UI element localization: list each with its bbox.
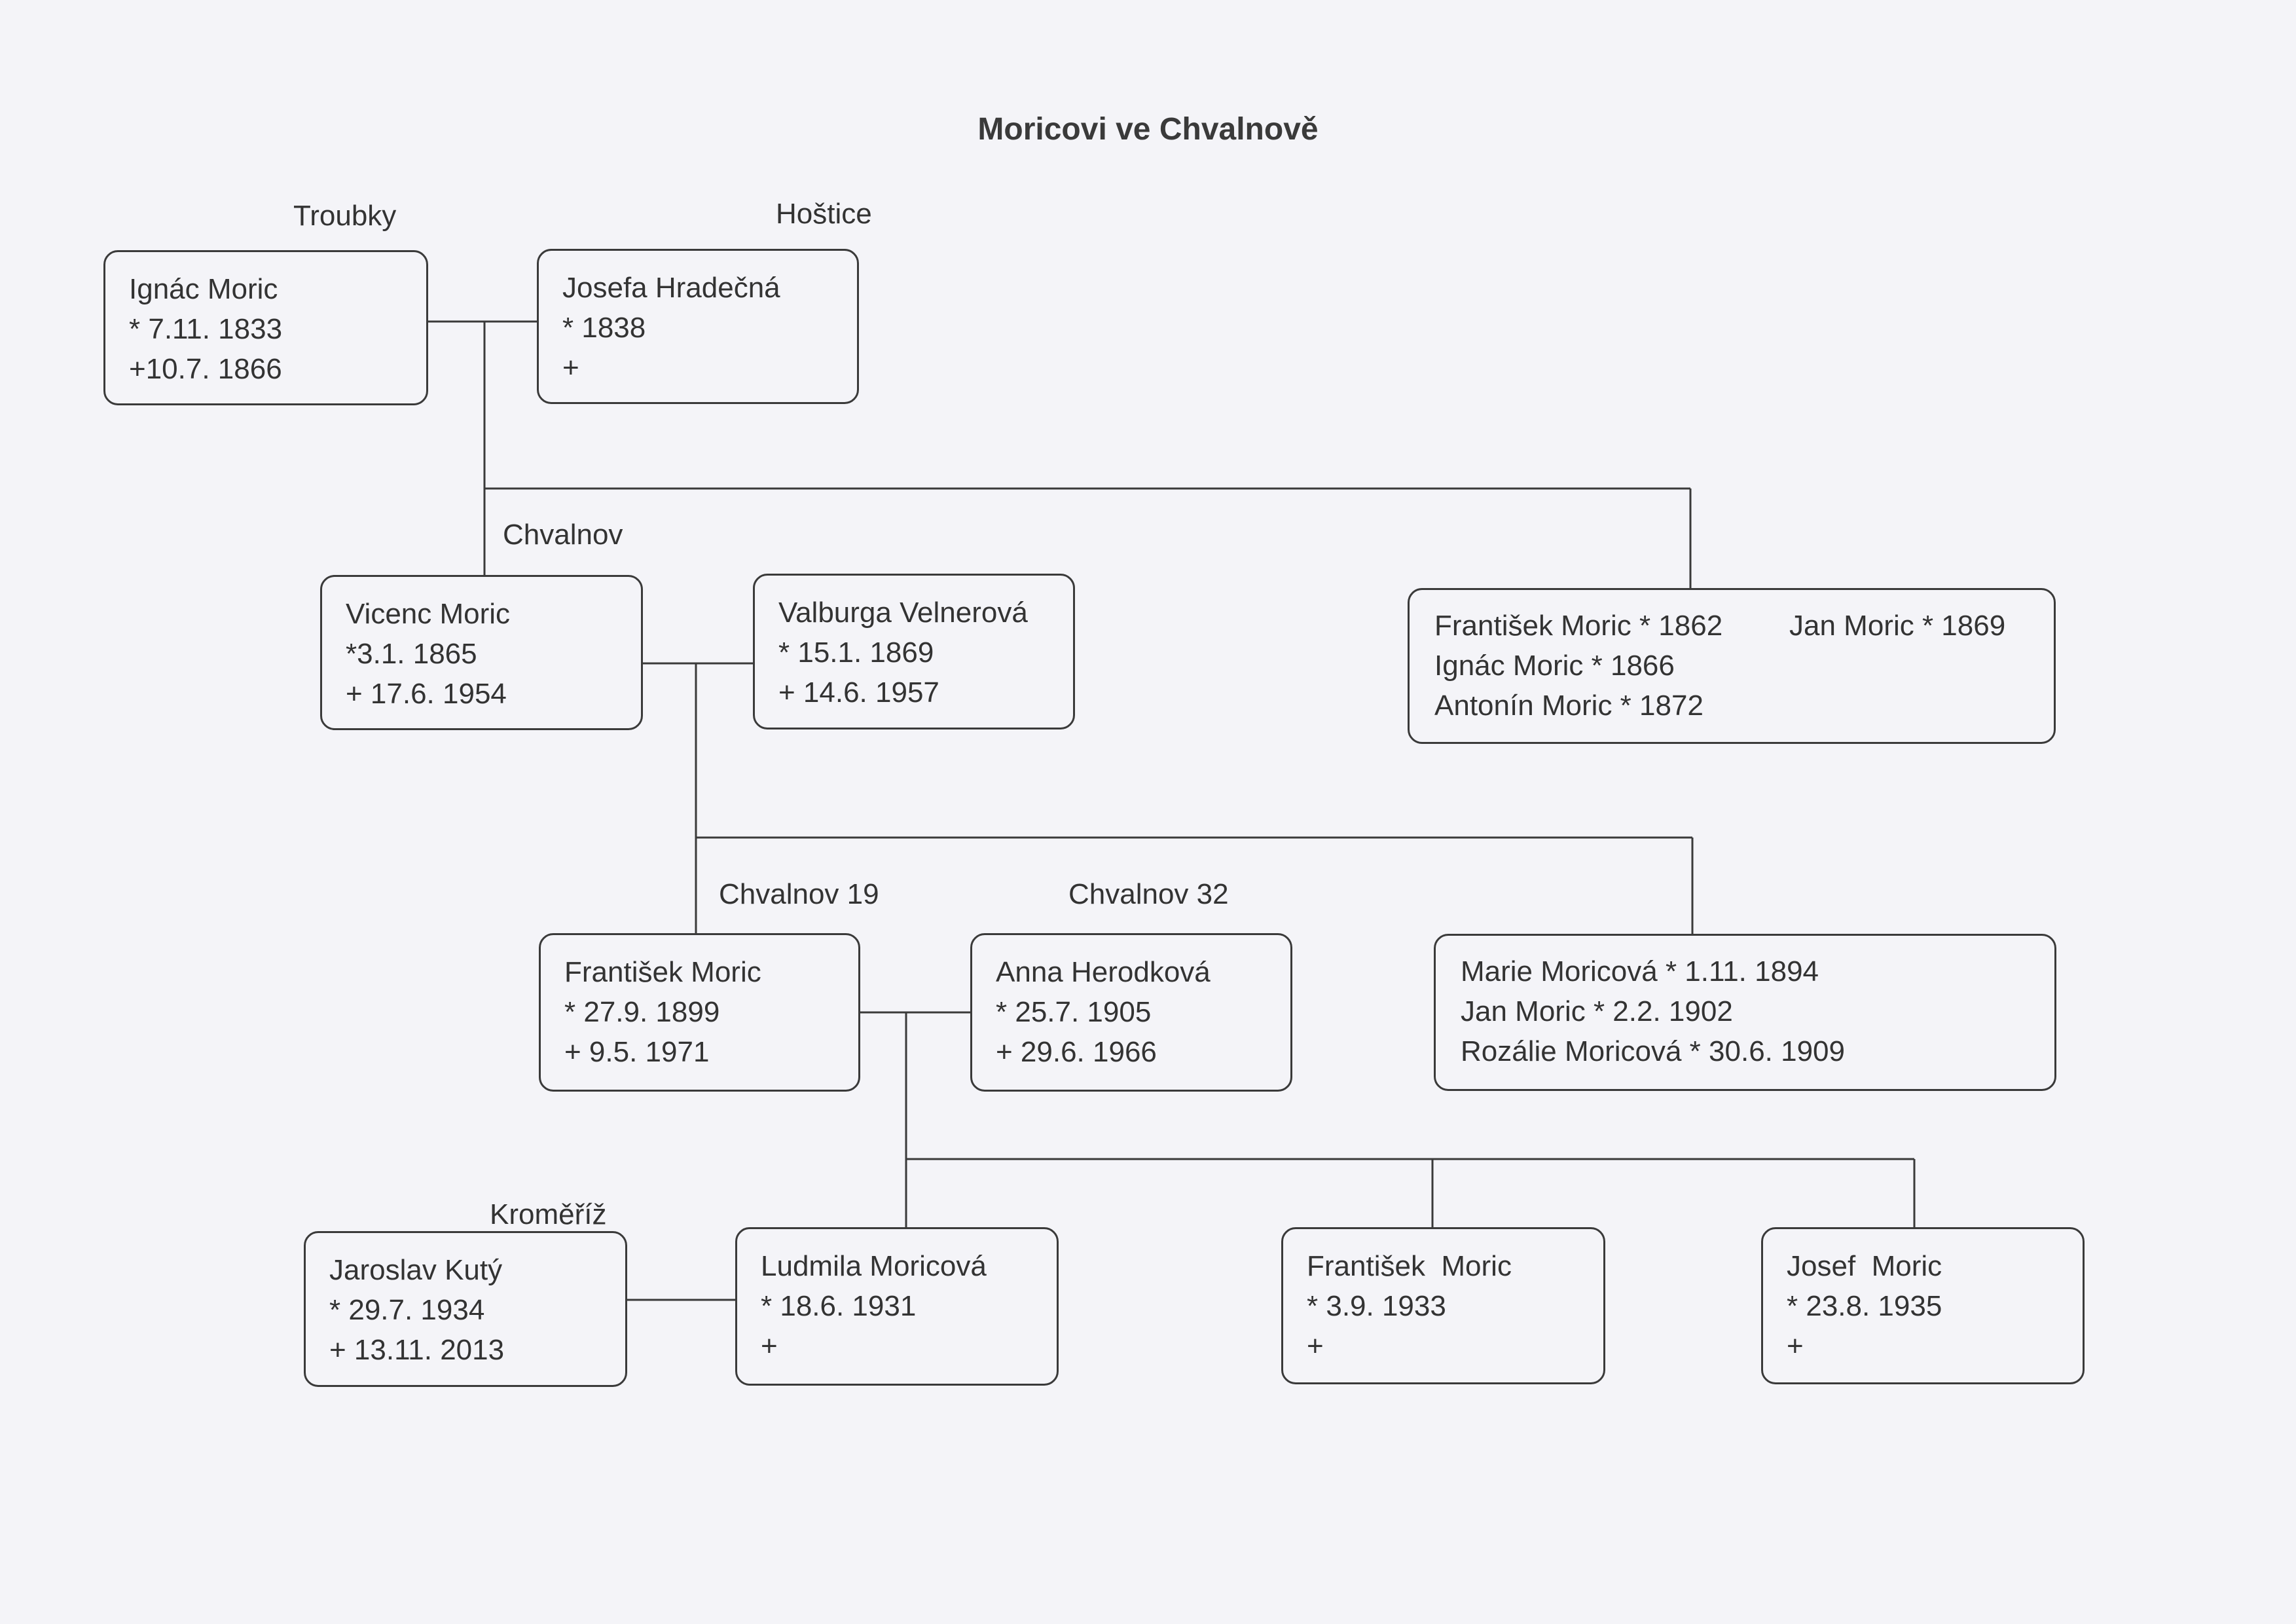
- siblings-box-gen2: František Moric * 1862 Ignác Moric * 186…: [1408, 588, 2056, 744]
- person-death: + 13.11. 2013: [329, 1334, 505, 1366]
- siblings-box-gen3: Marie Moricová * 1.11. 1894 Jan Moric * …: [1434, 934, 2056, 1091]
- person-birth: * 23.8. 1935: [1787, 1290, 1942, 1322]
- person-death: + 14.6. 1957: [778, 676, 939, 709]
- person-name: Jaroslav Kutý: [329, 1254, 503, 1286]
- person-name: František Moric: [1307, 1250, 1512, 1282]
- person-death: +: [761, 1330, 778, 1362]
- person-box-valburga: Valburga Velnerová * 15.1. 1869 + 14.6. …: [753, 574, 1075, 729]
- person-death: + 17.6. 1954: [346, 678, 507, 710]
- person-birth: * 27.9. 1899: [564, 996, 720, 1028]
- person-box-frantisek-1933: František Moric * 3.9. 1933 +: [1281, 1227, 1605, 1384]
- person-birth: * 25.7. 1905: [996, 996, 1152, 1028]
- person-name: Anna Herodková: [996, 956, 1211, 988]
- sibling-line: Rozálie Moricová * 30.6. 1909: [1461, 1035, 1845, 1067]
- person-death: +: [562, 352, 579, 384]
- place-troubky: Troubky: [293, 200, 397, 232]
- person-box-anna: Anna Herodková * 25.7. 1905 + 29.6. 1966: [970, 933, 1292, 1092]
- sibling-line: František Moric * 1862: [1434, 610, 1723, 642]
- place-chvalnov-19: Chvalnov 19: [719, 878, 879, 910]
- place-hostice: Hoštice: [776, 198, 872, 230]
- person-box-josef: Josef Moric * 23.8. 1935 +: [1761, 1227, 2085, 1384]
- person-box-vicenc: Vicenc Moric *3.1. 1865 + 17.6. 1954: [320, 575, 643, 730]
- person-name: Josef Moric: [1787, 1250, 1942, 1282]
- person-box-frantisek-1899: František Moric * 27.9. 1899 + 9.5. 1971: [539, 933, 860, 1092]
- person-birth: * 18.6. 1931: [761, 1290, 917, 1322]
- person-name: František Moric: [564, 956, 761, 988]
- person-birth: * 29.7. 1934: [329, 1294, 485, 1326]
- person-death: + 29.6. 1966: [996, 1036, 1157, 1068]
- person-name: Vicenc Moric: [346, 598, 511, 630]
- person-box-ignac: Ignác Moric * 7.11. 1833 +10.7. 1866: [103, 250, 428, 405]
- place-kromeriz: Kroměříž: [490, 1198, 607, 1230]
- person-box-ludmila: Ludmila Moricová * 18.6. 1931 +: [735, 1227, 1059, 1386]
- person-name: Josefa Hradečná: [562, 272, 780, 304]
- person-death: +: [1307, 1330, 1324, 1362]
- person-birth: * 1838: [562, 312, 646, 344]
- sibling-line: Ignác Moric * 1866: [1434, 650, 1675, 682]
- person-death: +: [1787, 1330, 1804, 1362]
- person-death: + 9.5. 1971: [564, 1036, 710, 1068]
- person-birth: * 7.11. 1833: [129, 313, 283, 345]
- person-box-josefa: Josefa Hradečná * 1838 +: [537, 249, 859, 404]
- person-name: Valburga Velnerová: [778, 597, 1028, 629]
- person-birth: * 3.9. 1933: [1307, 1290, 1446, 1322]
- sibling-line: Jan Moric * 1869: [1789, 610, 2006, 642]
- person-name: Ludmila Moricová: [761, 1250, 987, 1282]
- person-name: Ignác Moric: [129, 273, 278, 305]
- sibling-line: Marie Moricová * 1.11. 1894: [1461, 955, 1819, 987]
- person-death: +10.7. 1866: [129, 353, 282, 385]
- sibling-line: Jan Moric * 2.2. 1902: [1461, 995, 1733, 1027]
- page-title: Moricovi ve Chvalnově: [977, 112, 1319, 147]
- person-birth: *3.1. 1865: [346, 638, 477, 670]
- sibling-line: Antonín Moric * 1872: [1434, 690, 1704, 722]
- person-birth: * 15.1. 1869: [778, 637, 934, 669]
- person-box-jaroslav: Jaroslav Kutý * 29.7. 1934 + 13.11. 2013: [304, 1231, 627, 1387]
- place-chvalnov-32: Chvalnov 32: [1068, 878, 1229, 910]
- place-chvalnov: Chvalnov: [503, 519, 623, 551]
